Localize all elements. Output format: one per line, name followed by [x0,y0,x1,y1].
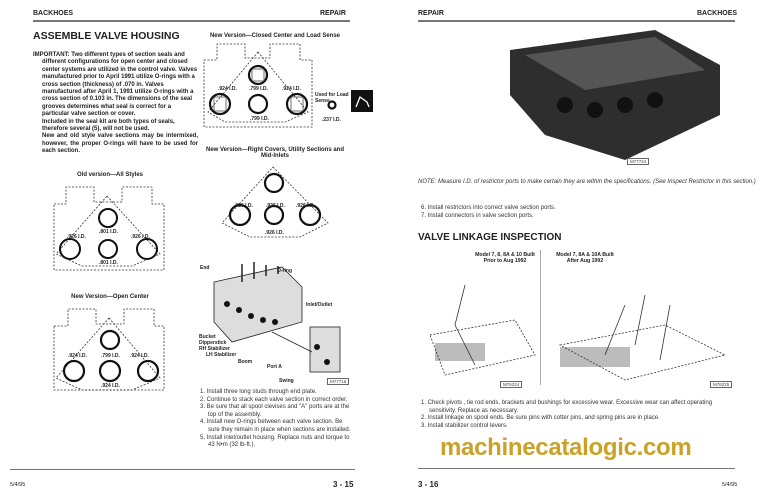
label: .799 I.D. [250,116,269,122]
figure-id: M77724 [627,158,650,165]
label: .799 I.D. [249,86,268,92]
label-lh-stabilizer: LH Stabilizer [206,352,237,358]
label: .926 I.D. [131,234,150,240]
important-note: IMPORTANT: Two different types of sectio… [33,52,198,155]
page-number: 3 - 15 [333,480,354,489]
assembly-steps: 1. Install three long studs through end … [200,389,355,450]
label-boom: Boom [238,359,253,365]
section-title: VALVE LINKAGE INSPECTION [418,232,562,243]
step: 5. Install inlet/outlet housing. Replace… [200,434,350,449]
label: .924 I.D. [68,353,87,359]
step: 4. Install new O-rings between each valv… [200,419,351,433]
section-title: ASSEMBLE VALVE HOUSING [33,30,180,42]
label: .926 I.D. [296,203,315,209]
label: .926 I.D. [67,234,86,240]
header-chapter: REPAIR [320,10,346,17]
backhoe-icon [351,90,373,112]
figure-divider [540,250,541,385]
figure-caption: Old version—All Styles [76,172,144,178]
figure-caption: New Version—Open Center [71,294,149,300]
linkage-illustrations [429,284,727,381]
model-caption: Model 7, 8, 8A & 10 Built Prior to Aug 1… [475,252,535,264]
seal-diagram-closed-center [203,43,337,128]
figure-id: M76224 [500,381,523,388]
label-oring: O-ring [277,268,292,274]
seal-diagram-old-version [53,186,165,271]
page-number: 3 - 16 [418,480,439,489]
label-inlet-outlet: Inlet/Outlet [306,302,333,308]
figure-caption: New Version—Closed Center and Load Sense [209,33,341,39]
footer-rule [10,469,355,470]
label: .924 I.D. [282,86,301,92]
page-date: 5/4/95 [10,482,26,488]
header-section: BACKHOES [697,10,738,17]
label: .926 I.D. [265,230,284,236]
control-valve-photo [510,30,720,160]
seal-diagram-open-center [53,308,165,391]
note: NOTE: Measure I.D. of restrictor ports t… [418,179,756,185]
linkage-steps: 1. Check pivots , tie rod ends, brackets… [421,400,736,430]
watermark: machinecatalogic.com [440,434,692,461]
model-caption: Model 7, 8A & 10A Built After Aug 1992 [556,252,614,264]
header-rule [418,20,735,22]
label: .926 I.D. [266,203,285,209]
label-rh-stabilizer: RH Stabilizer [199,346,230,352]
valve-exploded-illustration [213,262,341,373]
label-end: End [200,265,210,271]
label: .799 I.D. [101,353,120,359]
figure-caption: New Version—Right Covers, Utility Sectio… [205,147,345,159]
restrictor-steps: 6. Install restrictors into correct valv… [421,205,556,220]
label-bucket: Bucket [199,334,216,340]
label: .801 I.D. [99,229,118,235]
header-rule [33,20,350,22]
page-date: 5/4/95 [722,482,738,488]
step: 3. Install stabilizer control levers. [421,422,508,429]
step: 6. Install restrictors into correct valv… [421,205,556,211]
step: 2. Install linkage on spool ends. Be sur… [421,415,660,422]
step: 2. Continue to stack each valve section … [200,396,348,403]
label: Used for Load Sense [315,92,349,104]
label: .924 I.D. [130,353,149,359]
label-swing: Swing [279,378,294,384]
header-section: BACKHOES [33,10,74,17]
label: .924 I.D. [101,383,120,389]
label-port-a: Port A [267,364,282,370]
label: .924 I.D. [218,86,237,92]
figure-id: M77716 [327,378,350,385]
step: 3. Be sure that all spool clevises and "… [200,404,350,418]
figure-id: M76225 [710,381,733,388]
label: .801 I.D. [99,260,118,266]
header-chapter: REPAIR [418,10,444,17]
step: 1. Check pivots , tie rod ends, brackets… [421,400,713,414]
seal-diagram-right-covers [221,166,329,238]
step: 7. Install connectors in valve section p… [421,212,534,219]
label-dipperstick: Dipperstick [199,340,227,346]
label: .237 I.D. [322,117,341,123]
footer-rule [418,468,735,469]
label: .926 I.D. [234,203,253,209]
step: 1. Install three long studs through end … [200,389,317,395]
